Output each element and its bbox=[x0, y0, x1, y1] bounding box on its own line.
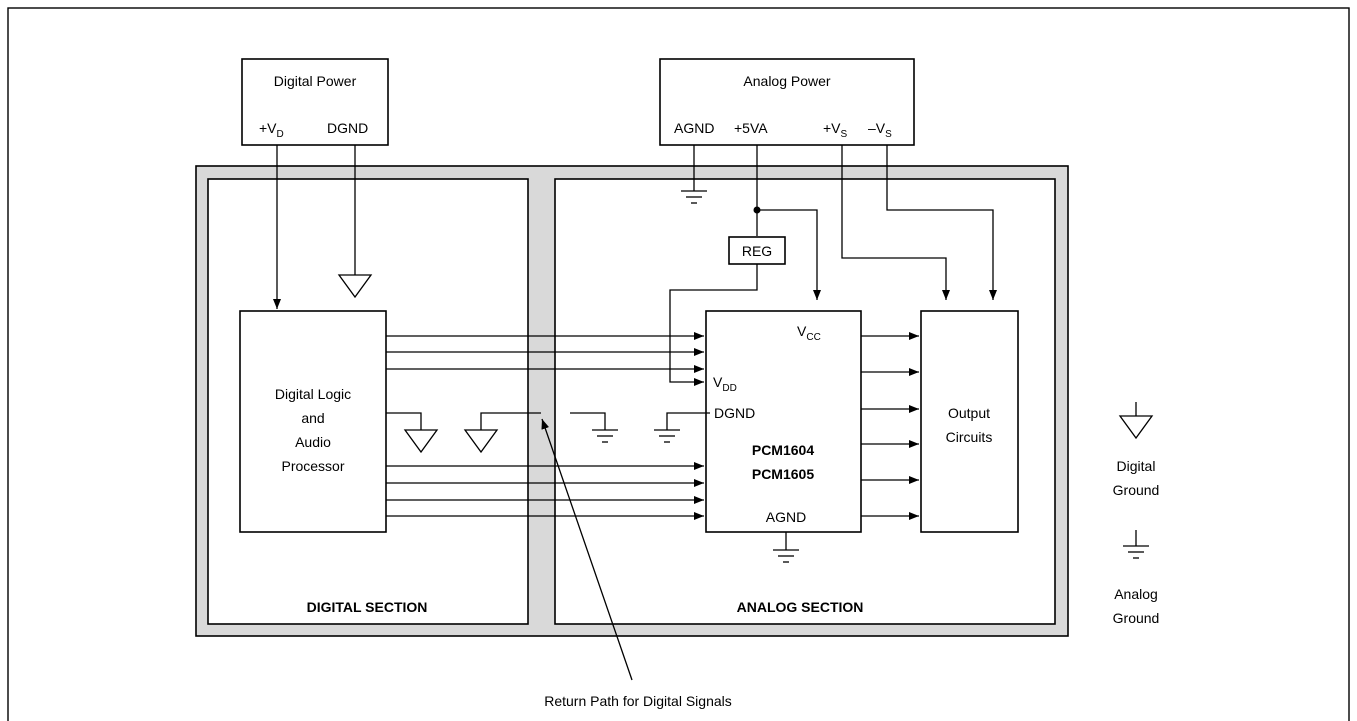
signal-lines-top bbox=[386, 332, 704, 373]
logic-line4: Processor bbox=[281, 458, 344, 474]
logic-line3: Audio bbox=[295, 434, 331, 450]
vdd-wire bbox=[669, 264, 758, 386]
logic-line2: and bbox=[301, 410, 324, 426]
agnd-pin-label: AGND bbox=[766, 509, 806, 525]
digital-ground-symbol bbox=[337, 274, 373, 299]
dgnd-pin-wire bbox=[666, 412, 710, 430]
figure-frame bbox=[7, 7, 1350, 721]
digital-logic-box bbox=[239, 310, 387, 533]
legend-analog-line2: Ground bbox=[1113, 610, 1160, 626]
return-path-label: Return Path for Digital Signals bbox=[544, 693, 732, 709]
vdd-pin-label: VDD bbox=[713, 374, 737, 394]
digital-power-box bbox=[241, 58, 389, 146]
dgnd-pin-label: DGND bbox=[714, 405, 755, 421]
output-line1: Output bbox=[948, 405, 990, 421]
analog-ground-symbol-2 bbox=[592, 429, 618, 443]
digital-ground-symbol-2 bbox=[403, 429, 439, 454]
return-path-pointer bbox=[541, 418, 633, 681]
output-circuits-box bbox=[920, 310, 1019, 533]
chip-name-2: PCM1605 bbox=[752, 466, 814, 482]
legend-digital-line2: Ground bbox=[1113, 482, 1160, 498]
analog-power-title: Analog Power bbox=[743, 73, 831, 89]
analog-ground-symbol bbox=[681, 190, 707, 204]
vcc-pin-label: VCC bbox=[797, 323, 821, 343]
vcc-wire bbox=[757, 209, 821, 300]
output-signal-lines bbox=[861, 332, 919, 520]
reg-box bbox=[728, 236, 786, 265]
digital-power-title: Digital Power bbox=[274, 73, 357, 89]
plus5va-label: +5VA bbox=[734, 120, 768, 136]
agnd-power-label: AGND bbox=[674, 120, 714, 136]
output-line2: Circuits bbox=[946, 429, 993, 445]
analog-ground-wire-1 bbox=[570, 412, 606, 430]
vs-pos-wire bbox=[841, 145, 950, 300]
legend-analog-ground-symbol bbox=[1123, 545, 1149, 559]
legend-analog-line1: Analog bbox=[1114, 586, 1158, 602]
dgnd-power-label: DGND bbox=[327, 120, 368, 136]
vs-neg-label: –VS bbox=[868, 120, 892, 140]
logic-line1: Digital Logic bbox=[275, 386, 351, 402]
analog-ground-symbol-4 bbox=[773, 549, 799, 563]
digital-section-label: DIGITAL SECTION bbox=[307, 599, 428, 615]
analog-power-box bbox=[659, 58, 915, 146]
vs-neg-wire bbox=[886, 145, 997, 300]
legend-digital-ground-symbol bbox=[1118, 415, 1154, 440]
analog-section-label: ANALOG SECTION bbox=[737, 599, 864, 615]
chip-name-1: PCM1604 bbox=[752, 442, 814, 458]
vd-label: +VD bbox=[259, 120, 284, 140]
signal-lines-bottom bbox=[386, 462, 704, 520]
analog-ground-symbol-3 bbox=[654, 429, 680, 443]
logic-ground-wire bbox=[386, 412, 422, 430]
pcm-chip-box bbox=[705, 310, 862, 533]
digital-ground-symbol-3 bbox=[463, 429, 499, 454]
legend-digital-line1: Digital bbox=[1117, 458, 1156, 474]
reg-label: REG bbox=[742, 243, 772, 259]
vs-pos-label: +VS bbox=[823, 120, 848, 140]
return-ground-wire bbox=[480, 412, 541, 430]
